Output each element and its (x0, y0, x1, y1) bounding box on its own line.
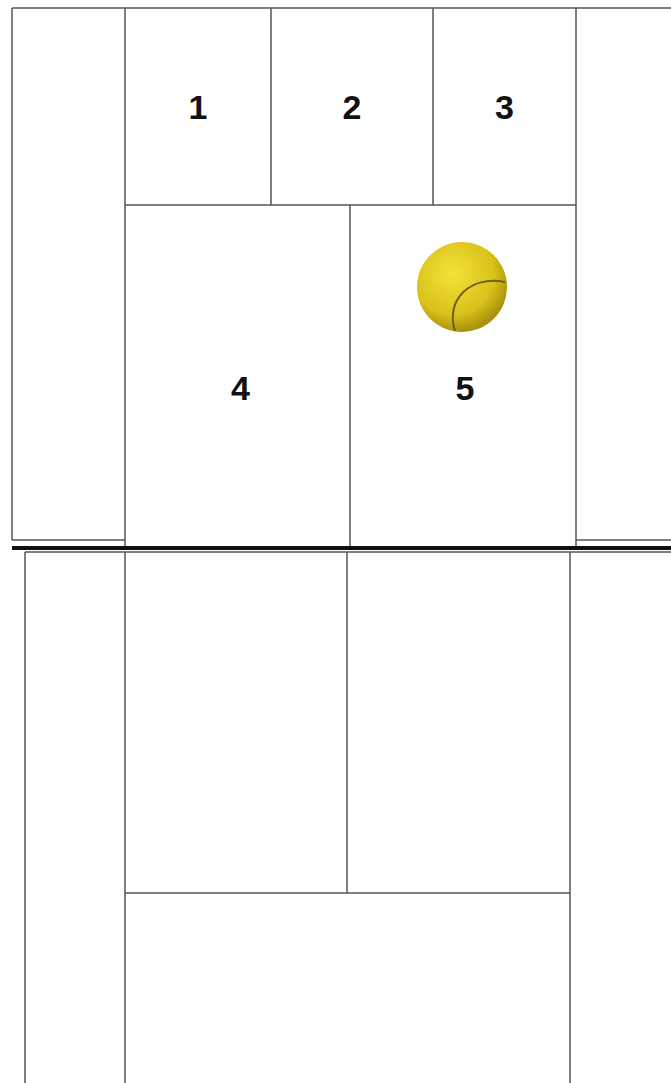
court-zone: 4 (125, 205, 350, 548)
doubles-sideline (11, 8, 13, 540)
court-zone: 1 (125, 8, 271, 205)
court-zone: 2 (271, 8, 433, 205)
court-line (25, 551, 671, 553)
ball-seam (453, 281, 505, 331)
court-zone: 5 (350, 205, 576, 548)
court-line (12, 539, 125, 541)
baseline (12, 7, 671, 9)
zone-divider (432, 8, 434, 205)
service-line (125, 892, 570, 894)
zone-number: 2 (343, 90, 362, 124)
zone-number: 3 (495, 90, 514, 124)
zone-number: 1 (189, 90, 208, 124)
ball-body (417, 242, 507, 332)
zone-number: 4 (231, 371, 250, 405)
net (12, 546, 671, 550)
doubles-sideline (24, 552, 26, 1083)
singles-sideline (569, 552, 571, 1083)
zone-number: 5 (456, 371, 475, 405)
court-line (576, 539, 671, 541)
singles-sideline (575, 8, 577, 548)
court-zone: 3 (433, 8, 576, 205)
singles-sideline (124, 8, 126, 548)
center-service-line (346, 552, 348, 893)
zone-divider (270, 8, 272, 205)
center-service-line (349, 205, 351, 548)
singles-sideline (124, 552, 126, 1083)
tennis-ball (417, 242, 507, 332)
